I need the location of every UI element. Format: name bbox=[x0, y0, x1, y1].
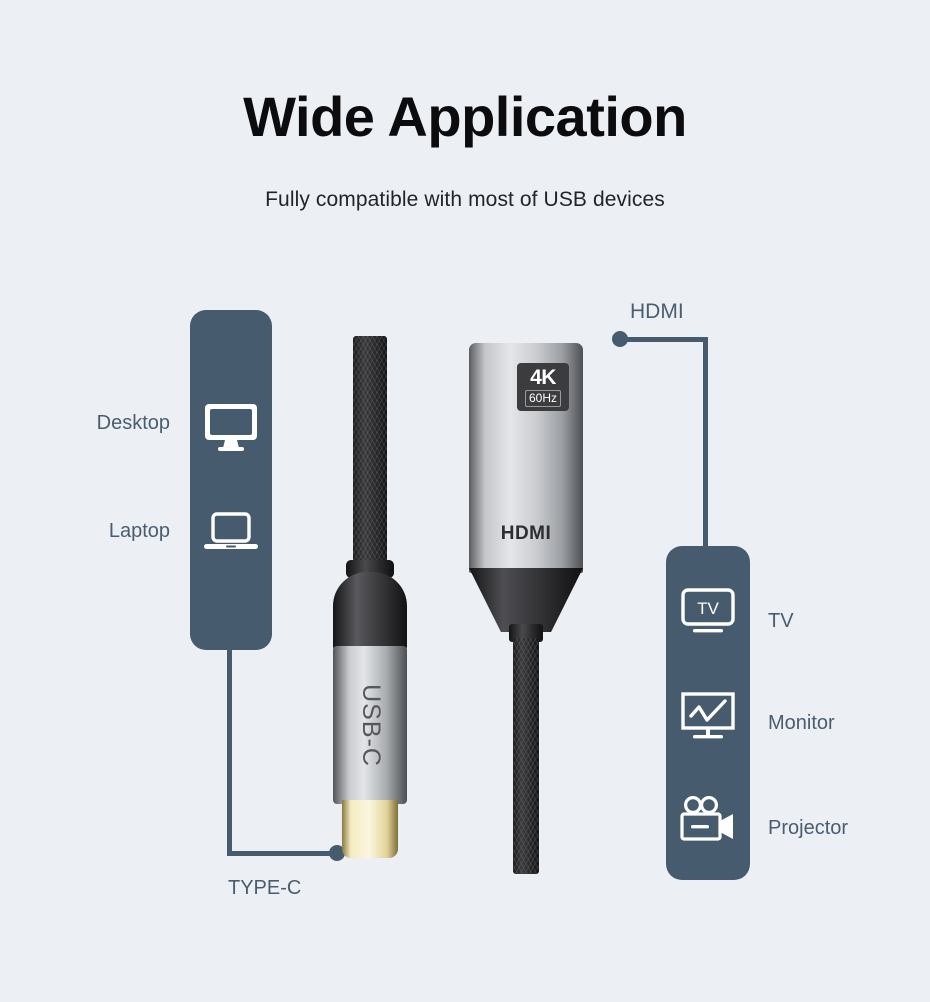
typec-leader-horizontal bbox=[227, 851, 337, 856]
hdmi-strain-funnel bbox=[469, 568, 583, 632]
hdmi-leader-dot bbox=[612, 331, 628, 347]
desktop-monitor-icon bbox=[203, 402, 259, 457]
hdmi-cable-assembly: 4K 60Hz HDMI bbox=[460, 336, 590, 876]
badge-refresh: 60Hz bbox=[524, 390, 561, 407]
typec-leader-vertical bbox=[227, 648, 232, 856]
projector-camera-icon bbox=[679, 795, 737, 849]
page-title: Wide Application bbox=[243, 85, 687, 148]
usbc-tip bbox=[342, 800, 398, 858]
typec-leader-dot bbox=[329, 845, 345, 861]
hdmi-braided-cable bbox=[513, 638, 539, 874]
laptop-icon bbox=[203, 512, 259, 561]
usbc-body-label: USB-C bbox=[356, 683, 385, 767]
monitor-chart-icon bbox=[680, 692, 736, 747]
svg-text:TV: TV bbox=[697, 599, 719, 618]
hdmi-leader-horizontal bbox=[618, 337, 708, 342]
tv-icon: TV bbox=[680, 588, 736, 641]
usbc-metal-shell: USB-C bbox=[333, 646, 407, 804]
hdmi-metal-shell: 4K 60Hz HDMI bbox=[469, 343, 583, 573]
usbc-cable-assembly: USB-C bbox=[320, 336, 430, 876]
source-label-laptop: Laptop bbox=[108, 520, 170, 542]
page-subtitle: Fully compatible with most of USB device… bbox=[265, 188, 665, 211]
hdmi-port-label: HDMI bbox=[500, 523, 552, 544]
source-label-desktop: Desktop bbox=[96, 412, 170, 434]
usbc-braided-cable bbox=[353, 336, 387, 568]
source-device-panel bbox=[190, 310, 272, 650]
output-device-panel: TV bbox=[666, 546, 750, 880]
badge-resolution: 4K bbox=[530, 366, 556, 389]
typec-callout-label: TYPE-C bbox=[228, 877, 302, 899]
output-label-tv: TV bbox=[768, 610, 794, 632]
hdmi-leader-vertical bbox=[703, 337, 708, 549]
output-label-monitor: Monitor bbox=[768, 712, 835, 734]
hdmi-collar bbox=[509, 624, 543, 642]
hdmi-callout-label: HDMI bbox=[630, 300, 684, 323]
hdmi-4k-badge: 4K 60Hz bbox=[517, 363, 569, 411]
usbc-boot bbox=[333, 572, 407, 654]
output-label-projector: Projector bbox=[768, 817, 849, 839]
